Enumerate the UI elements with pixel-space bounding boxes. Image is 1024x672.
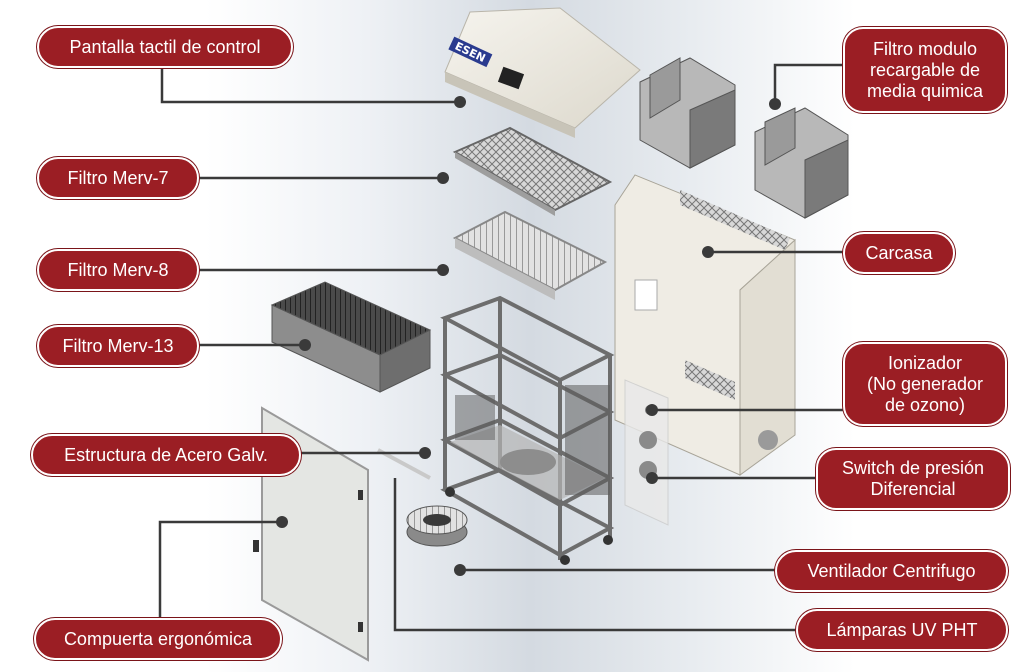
leader-lines — [158, 63, 847, 632]
chemical-filter-module-2 — [754, 107, 849, 219]
control-screen-unit: ESEN — [444, 7, 641, 138]
merv13-filter-block — [270, 281, 432, 393]
merv7-filter-panel — [452, 126, 613, 216]
label-steel-structure: Estructura de Acero Galv. — [31, 434, 301, 476]
label-chemical-media-filter-text: Filtro modulo recargable de media quimic… — [866, 38, 984, 101]
leader-dots — [276, 96, 781, 576]
label-filter-merv8: Filtro Merv-8 — [37, 249, 199, 291]
label-uv-lamps-text: Lámparas UV PHT — [826, 619, 978, 640]
label-pressure-switch-text: Switch de presión Diferencial — [841, 458, 985, 499]
label-filter-merv13-text: Filtro Merv-13 — [62, 335, 174, 356]
label-control-touchscreen: Pantalla tactil de control — [37, 26, 293, 68]
label-ionizer: Ionizador (No generador de ozono) — [843, 342, 1007, 426]
label-filter-merv7-text: Filtro Merv-7 — [67, 167, 169, 188]
centrifugal-fan — [406, 505, 468, 547]
label-filter-merv8-text: Filtro Merv-8 — [67, 259, 169, 280]
label-centrifugal-fan: Ventilador Centrifugo — [775, 550, 1008, 592]
label-pressure-switch: Switch de presión Diferencial — [816, 448, 1010, 510]
uv-lamp — [377, 448, 431, 480]
label-filter-merv7: Filtro Merv-7 — [37, 157, 199, 199]
label-housing: Carcasa — [843, 232, 955, 274]
label-uv-lamps: Lámparas UV PHT — [796, 609, 1008, 651]
label-control-touchscreen-text: Pantalla tactil de control — [69, 36, 261, 57]
label-filter-merv13: Filtro Merv-13 — [37, 325, 199, 367]
label-centrifugal-fan-text: Ventilador Centrifugo — [807, 560, 976, 581]
label-steel-structure-text: Estructura de Acero Galv. — [64, 444, 268, 465]
merv8-filter-panel — [452, 210, 608, 300]
label-ergonomic-door: Compuerta ergonómica — [34, 618, 282, 660]
label-chemical-media-filter: Filtro modulo recargable de media quimic… — [843, 27, 1007, 113]
label-ergonomic-door-text: Compuerta ergonómica — [63, 628, 253, 649]
label-ionizer-text: Ionizador (No generador de ozono) — [866, 352, 984, 415]
label-housing-text: Carcasa — [865, 242, 933, 263]
side-panel-components — [624, 379, 669, 526]
chemical-filter-module-1 — [639, 57, 736, 169]
